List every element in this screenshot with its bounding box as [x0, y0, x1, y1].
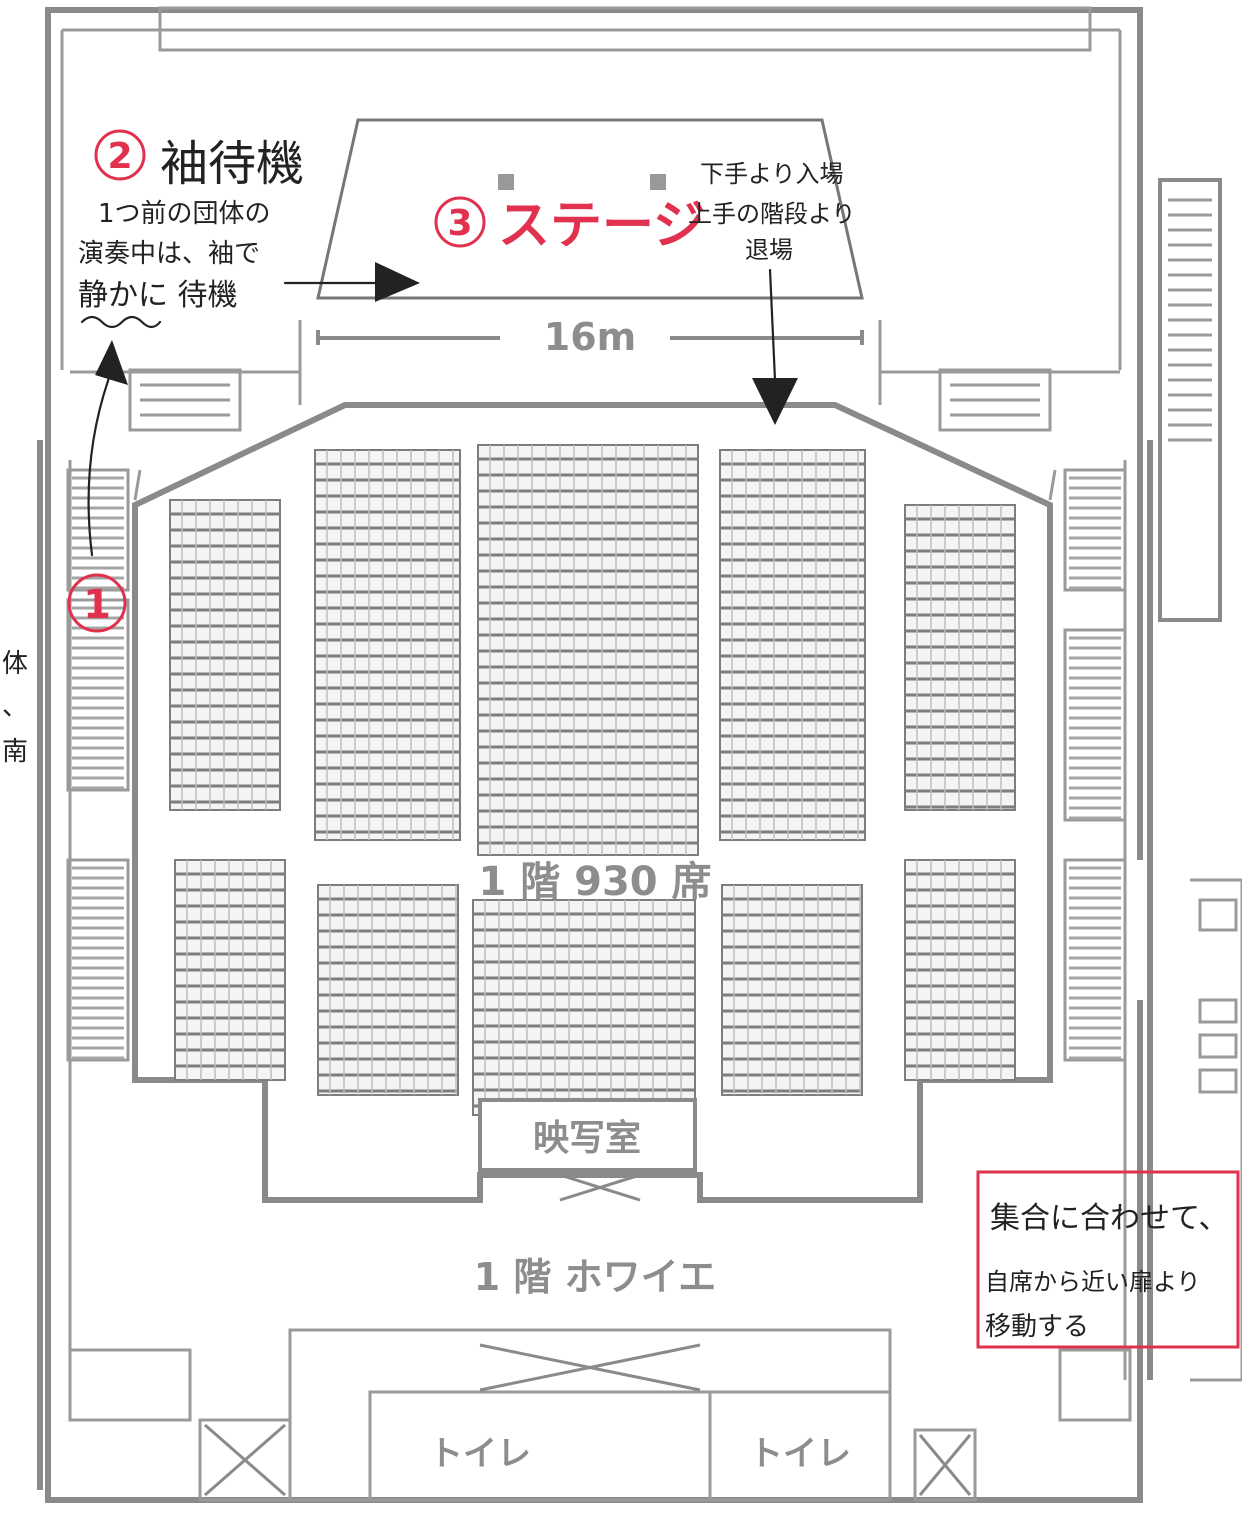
toilet-label: トイレ	[429, 1434, 531, 1474]
step2-number: 2	[107, 136, 132, 177]
hall-seats-label: 1 階 930 席	[478, 859, 711, 905]
step3-title: ステージ	[498, 196, 705, 256]
svg-text:体: 体	[2, 649, 28, 679]
seat-block	[472, 899, 696, 1116]
gather-note-line: 自席から近い扉より	[985, 1268, 1201, 1296]
step1-number: 1	[83, 582, 111, 628]
building-walls	[37, 6, 1242, 1503]
control-room-label: 映写室	[533, 1118, 641, 1159]
exit-note-line: 退場	[745, 236, 793, 264]
annotation-step2: 2 袖待機 1つ前の団体の 演奏中は、袖で 静かに 待機	[78, 129, 304, 329]
seat-block	[719, 449, 866, 841]
step2-line: 静かに 待機	[78, 278, 238, 313]
toilets-area: トイレ トイレ	[68, 1328, 1132, 1502]
stage-area: 16m	[316, 118, 864, 359]
toilet-label: トイレ	[749, 1434, 851, 1474]
annotation-gather-note: 集合に合わせて、 自席から近い扉より 移動する	[976, 1170, 1240, 1349]
seat-block	[169, 499, 281, 811]
exit-note-line: 下手より入場	[700, 160, 844, 188]
margin-fragment: 体 、 南	[2, 649, 28, 767]
exit-note-line: 上手の階段より	[688, 200, 856, 228]
gather-note-line: 移動する	[985, 1312, 1089, 1342]
svg-text:南: 南	[2, 737, 28, 767]
step2-title: 袖待機	[160, 136, 304, 192]
control-room: 映写室	[478, 1098, 697, 1202]
annotation-step1: 1	[67, 573, 127, 633]
stage-width-label: 16m	[544, 315, 636, 359]
seating-blocks	[169, 444, 1016, 1116]
annotation-step3: 3 ステージ	[434, 196, 705, 256]
foyer-label: 1 階 ホワイエ	[474, 1255, 717, 1299]
gather-note-line: 集合に合わせて、	[990, 1201, 1229, 1236]
svg-text:、: 、	[2, 692, 28, 722]
route-arrows	[87, 262, 798, 557]
side-stairs	[66, 468, 1127, 1062]
step3-number: 3	[447, 203, 472, 244]
step2-line: 1つ前の団体の	[98, 199, 271, 229]
step2-line: 演奏中は、袖で	[78, 239, 260, 269]
annotation-exit-note: 下手より入場 上手の階段より 退場	[688, 160, 856, 264]
seat-block	[314, 449, 461, 841]
